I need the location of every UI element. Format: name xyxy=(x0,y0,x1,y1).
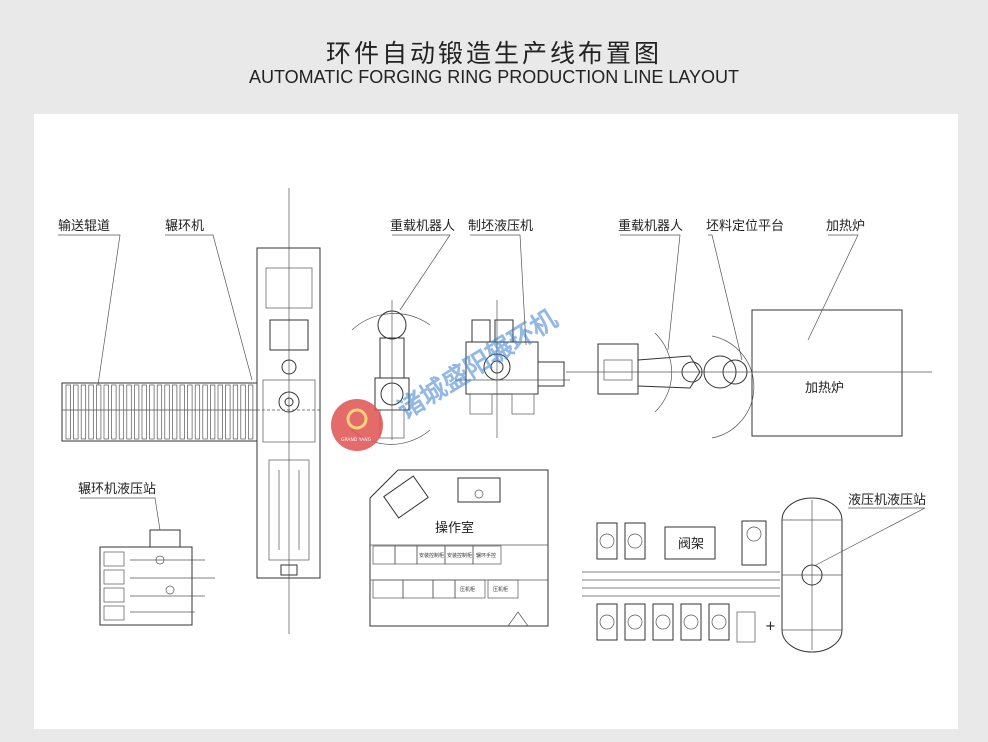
conveyor-roller xyxy=(126,384,132,440)
pump-motor xyxy=(627,614,643,630)
watermark: GRAND YANG 诸城盛阳辗环机 xyxy=(331,303,563,451)
label-roller-conveyor: 输送辊道 xyxy=(58,218,110,234)
heating-furnace: 加热炉 xyxy=(720,309,932,437)
svg-text:+: + xyxy=(765,619,776,634)
conveyor-roller xyxy=(103,384,109,440)
pump-motor xyxy=(711,614,727,630)
conveyor-roller xyxy=(194,384,201,440)
conveyor-roller xyxy=(179,384,185,440)
hydraulic-pump xyxy=(596,522,618,560)
conveyor-roller xyxy=(248,384,254,440)
valve-rack-label: 阀架 xyxy=(678,537,704,552)
pump-motor xyxy=(599,533,615,549)
label-billet-positioning: 坯料定位平台 xyxy=(706,219,784,234)
billet-positioning-platform xyxy=(703,335,755,439)
conveyor-roller xyxy=(232,384,239,440)
logo-text: GRAND YANG xyxy=(341,437,372,443)
logo-icon xyxy=(331,399,383,451)
conveyor-roller xyxy=(73,384,79,440)
label-billet-press: 制坯液压机 xyxy=(468,219,533,234)
conveyor-roller xyxy=(96,384,102,440)
conveyor-roller xyxy=(118,384,125,440)
press-hydraulic-station: 阀架 + xyxy=(582,497,843,653)
control-room-label: 操作室 xyxy=(435,520,474,536)
hydraulic-pump xyxy=(624,603,646,641)
conveyor-roller xyxy=(210,384,216,440)
pump-motor xyxy=(627,533,643,549)
pump-motor xyxy=(599,614,615,630)
watermark-text: 诸城盛阳辗环机 xyxy=(392,303,563,426)
conveyor-roller xyxy=(217,384,223,440)
billet-press xyxy=(455,300,570,438)
page-title: 环件自动锻造生产线布置图 xyxy=(325,39,662,68)
conveyor-roller xyxy=(80,384,87,440)
conveyor-roller xyxy=(202,384,208,440)
conveyor-roller xyxy=(164,384,170,440)
conveyor-roller xyxy=(240,384,246,440)
conveyor-roller xyxy=(111,384,117,440)
roller-conveyor xyxy=(61,382,258,442)
hydraulic-pump xyxy=(596,603,618,641)
conveyor-roller xyxy=(225,384,231,440)
conveyor-roller xyxy=(88,384,94,440)
page-subtitle: AUTOMATIC FORGING RING PRODUCTION LINE L… xyxy=(248,67,740,87)
label-heavy-robot-2: 重载机器人 xyxy=(618,218,683,234)
label-furnace: 加热炉 xyxy=(826,219,865,234)
cabinet-3-label: 辗环手控 xyxy=(476,552,496,559)
label-press-hydraulic-station: 液压机液压站 xyxy=(848,493,926,508)
hydraulic-pump xyxy=(624,522,646,560)
label-ring-hydraulic-station: 辗环机液压站 xyxy=(78,481,156,497)
hydraulic-pump xyxy=(680,603,702,641)
cabinet-4-label: 压机柜 xyxy=(460,586,475,593)
cabinet-5-label: 压机柜 xyxy=(493,586,508,593)
pump-motor xyxy=(655,614,671,630)
hydraulic-pump xyxy=(652,603,674,641)
label-heavy-robot-1: 重载机器人 xyxy=(390,218,455,234)
leader-lines xyxy=(58,234,926,567)
conveyor-roller xyxy=(187,384,193,440)
cabinet-1-label: 安装控制柜 xyxy=(419,552,444,559)
hydraulic-pump xyxy=(708,603,730,641)
ring-rolling-machine xyxy=(256,188,321,634)
cabinet-2-label: 安装控制柜 xyxy=(447,552,472,559)
pump-motor xyxy=(683,614,699,630)
conveyor-roller xyxy=(156,384,163,440)
label-ring-rolling-machine: 辗环机 xyxy=(165,218,204,234)
conveyor-roller xyxy=(172,384,178,440)
control-room: 操作室 安装控制柜 安装控制柜 辗环手控 压机柜 压机柜 xyxy=(369,469,549,627)
conveyor-roller xyxy=(65,384,71,440)
conveyor-roller xyxy=(141,384,147,440)
heavy-robot-2 xyxy=(566,332,720,413)
conveyor-roller xyxy=(149,384,155,440)
ring-hydraulic-station xyxy=(99,529,215,626)
conveyor-roller xyxy=(134,384,140,440)
furnace-box-label: 加热炉 xyxy=(805,381,844,396)
